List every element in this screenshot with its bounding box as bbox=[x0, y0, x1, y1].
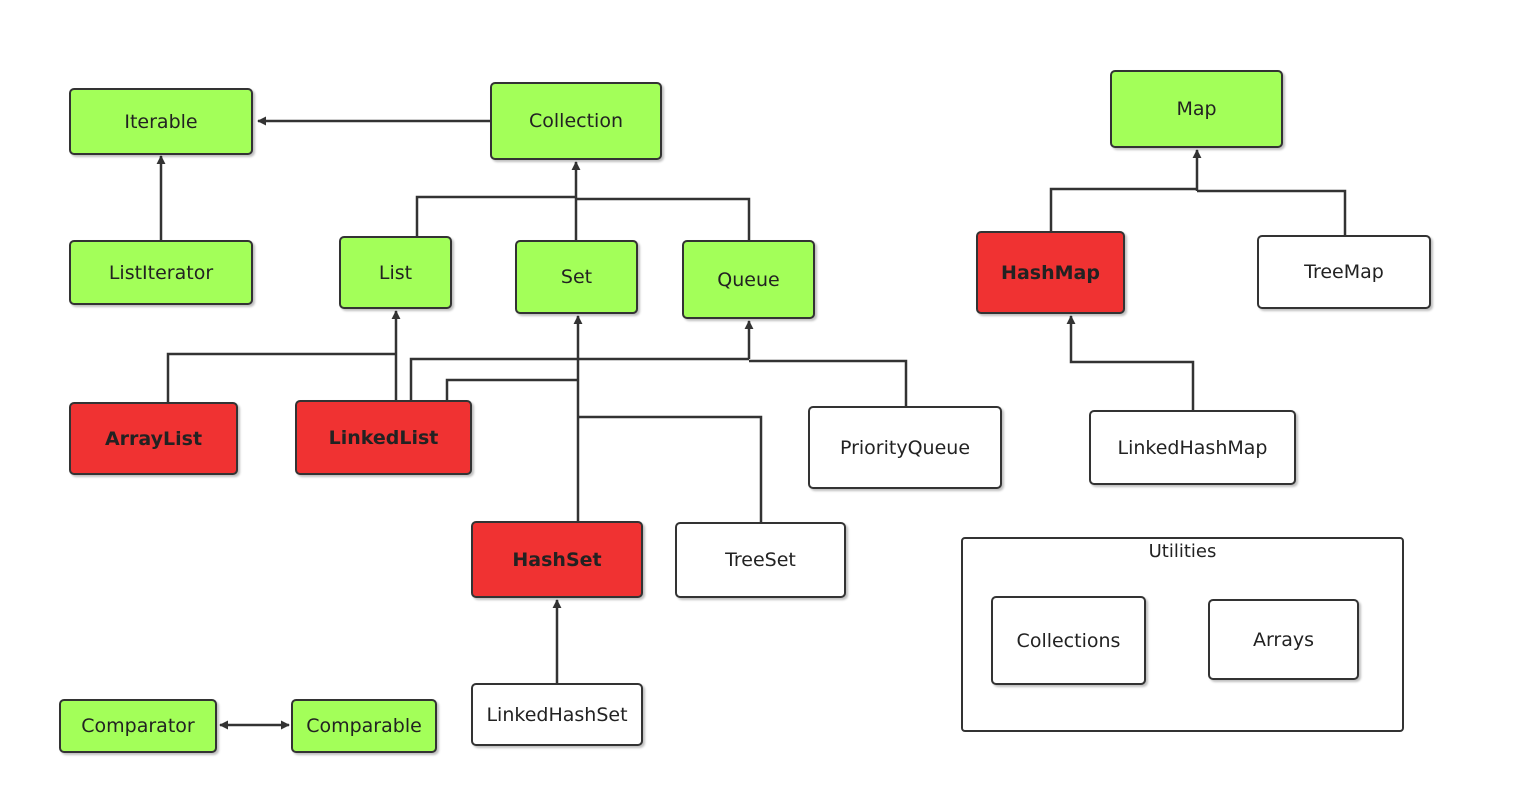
utilities-group: Utilities bbox=[961, 537, 1404, 732]
node-treemap: TreeMap bbox=[1257, 235, 1431, 309]
node-label: PriorityQueue bbox=[839, 436, 971, 459]
node-label: Collection bbox=[529, 110, 623, 132]
node-treeset: TreeSet bbox=[675, 522, 846, 598]
node-collection: Collection bbox=[490, 82, 662, 160]
node-collections: Collections bbox=[991, 596, 1146, 685]
edge-linkedhashmap-hashmap bbox=[1066, 315, 1195, 410]
node-label: LinkedHashMap bbox=[1117, 436, 1268, 459]
node-label: Queue bbox=[717, 268, 780, 291]
node-iterable: Iterable bbox=[69, 88, 253, 155]
edge-list-collection bbox=[415, 195, 576, 236]
node-label: Comparable bbox=[306, 715, 422, 737]
node-label: TreeSet bbox=[725, 549, 796, 571]
edge-treeset-set bbox=[578, 415, 763, 522]
node-label: Comparator bbox=[81, 715, 195, 737]
edge-linkedlist-queue bbox=[409, 357, 749, 400]
node-label: Set bbox=[560, 266, 593, 288]
node-label: HashMap bbox=[1001, 261, 1100, 284]
node-list: List bbox=[339, 236, 452, 309]
node-listiterator: ListIterator bbox=[69, 240, 253, 305]
node-label: Arrays bbox=[1252, 628, 1315, 651]
node-label: ListIterator bbox=[108, 261, 214, 284]
node-hashset: HashSet bbox=[471, 521, 643, 598]
edge-priorityqueue-queue bbox=[749, 359, 908, 406]
edge-queue-collection bbox=[576, 197, 751, 240]
node-label: ArrayList bbox=[104, 427, 203, 450]
node-label: Map bbox=[1176, 98, 1217, 120]
node-label: TreeMap bbox=[1304, 261, 1384, 283]
node-priorityqueue: PriorityQueue bbox=[808, 406, 1002, 489]
node-linkedhashset: LinkedHashSet bbox=[471, 683, 643, 746]
node-comparator: Comparator bbox=[59, 699, 217, 753]
node-label: LinkedList bbox=[328, 426, 439, 449]
edge-arraylist-list bbox=[166, 352, 396, 402]
edge-linkedlist-set bbox=[445, 378, 578, 400]
node-hashmap: HashMap bbox=[976, 231, 1125, 314]
node-queue: Queue bbox=[682, 240, 815, 319]
node-label: HashSet bbox=[512, 548, 602, 571]
node-arrays: Arrays bbox=[1208, 599, 1359, 680]
node-label: LinkedHashSet bbox=[486, 703, 628, 726]
node-set: Set bbox=[515, 240, 638, 314]
edge-hashmap-map bbox=[1049, 187, 1197, 231]
node-linkedhashmap: LinkedHashMap bbox=[1089, 410, 1296, 485]
utilities-title: Utilities bbox=[1148, 541, 1217, 562]
node-linkedlist: LinkedList bbox=[295, 400, 472, 475]
node-arraylist: ArrayList bbox=[69, 402, 238, 475]
edge-treemap-map bbox=[1197, 189, 1347, 235]
node-map: Map bbox=[1110, 70, 1283, 148]
node-label: Collections bbox=[1016, 629, 1121, 652]
node-label: Iterable bbox=[124, 110, 198, 133]
node-comparable: Comparable bbox=[291, 699, 437, 753]
node-label: List bbox=[378, 261, 413, 284]
